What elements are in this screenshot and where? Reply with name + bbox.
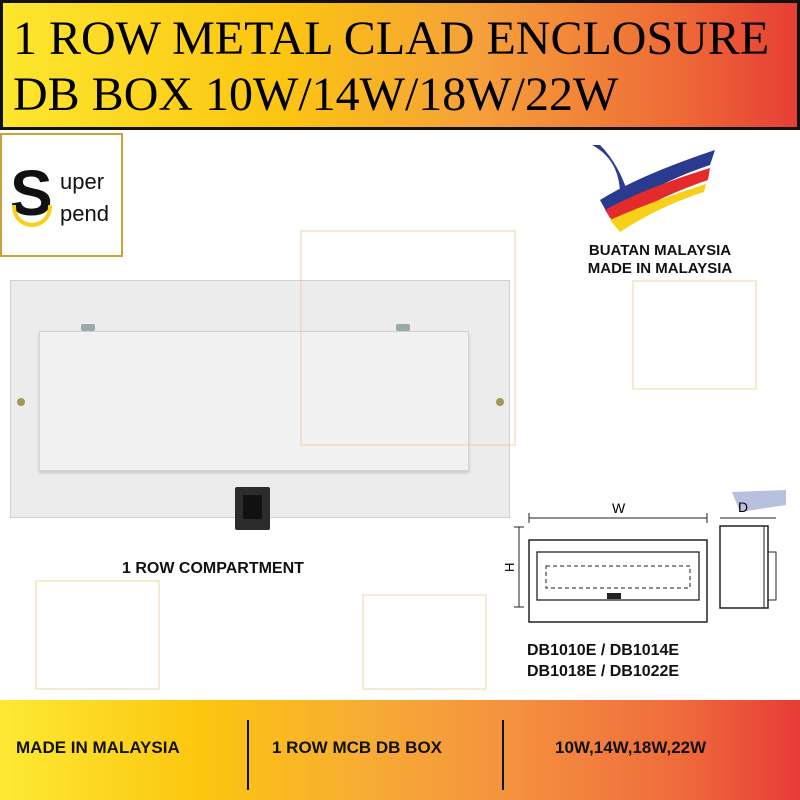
watermark	[35, 580, 160, 690]
footer-made-in-malaysia: MADE IN MALAYSIA	[16, 738, 180, 757]
footer-product-type: 1 ROW MCB DB BOX	[272, 738, 442, 757]
db-box-photo	[10, 280, 510, 530]
malaysia-flag-icon	[592, 145, 715, 232]
width-label: W	[612, 500, 626, 516]
model-codes-line-1: DB1010E / DB1014E	[527, 642, 680, 659]
door-latch-icon	[235, 487, 270, 530]
title-line-2: DB BOX 10W/14W/18W/22W	[13, 68, 619, 121]
title-banner: 1 ROW METAL CLAD ENCLOSURE DB BOX 10W/14…	[0, 0, 800, 130]
logo-text-top: uper	[60, 169, 105, 194]
watermark	[362, 594, 487, 690]
footer-bar: MADE IN MALAYSIA 1 ROW MCB DB BOX 10W,14…	[0, 700, 800, 800]
footer-divider	[502, 720, 504, 790]
hinge-icon	[396, 324, 410, 331]
made-in-malaysia-badge: BUATAN MALAYSIA MADE IN MALAYSIA	[560, 242, 760, 278]
logo-text-bottom: pend	[60, 201, 109, 226]
badge-line-1: BUATAN MALAYSIA	[588, 242, 732, 259]
depth-label: D	[738, 499, 748, 515]
dimension-diagram: W H D	[502, 490, 786, 623]
model-codes-line-2: DB1018E / DB1022E	[527, 663, 680, 680]
screw-icon	[17, 398, 25, 406]
badge-line-2: MADE IN MALAYSIA	[587, 260, 733, 277]
title-line-1: 1 ROW METAL CLAD ENCLOSURE	[13, 12, 770, 65]
watermark	[300, 230, 516, 446]
screw-icon	[496, 398, 504, 406]
watermark	[632, 280, 757, 390]
super-spend-logo: S uper pend	[0, 133, 123, 257]
model-codes: DB1010E / DB1014E DB1018E / DB1022E	[527, 640, 679, 682]
hinge-icon	[81, 324, 95, 331]
footer-divider	[247, 720, 249, 790]
compartment-caption: 1 ROW COMPARTMENT	[122, 560, 304, 577]
height-label: H	[502, 563, 517, 572]
db-box-door	[39, 331, 469, 530]
footer-sizes: 10W,14W,18W,22W	[555, 738, 707, 757]
